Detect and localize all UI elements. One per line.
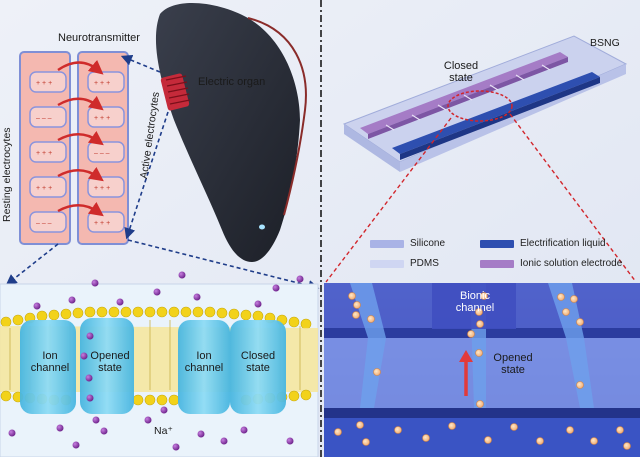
ion-channel-2-left bbox=[178, 320, 230, 414]
closed-state-top-label: Closed state bbox=[443, 60, 479, 85]
legend-label-ionic-solution-electrode: Ionic solution electrode bbox=[520, 258, 623, 269]
bsng-device bbox=[342, 35, 628, 172]
opened-state-1-label: Opened state bbox=[90, 350, 130, 375]
sodium-ions bbox=[8, 271, 304, 451]
opened-state-right-label: Opened state bbox=[493, 352, 533, 377]
resting-electrocytes-label: Resting electrocytes bbox=[1, 127, 13, 222]
ion-channel-1-left bbox=[20, 320, 76, 414]
electrocyte-stack: + + + + + + – – – + + + + + + – – – + + + + … bbox=[19, 51, 129, 245]
zoom-arrows-left bbox=[5, 54, 320, 292]
legend-swatch-pdms bbox=[370, 259, 404, 268]
svg-text:+ + +: + + + bbox=[94, 115, 110, 122]
svg-text:– – –: – – – bbox=[36, 115, 52, 122]
ion-channel-1-label: Ion channel bbox=[30, 350, 70, 375]
svg-text:– – –: – – – bbox=[94, 150, 110, 157]
ion-channel-2-right bbox=[230, 320, 286, 414]
neurotransmitter-label: Neurotransmitter bbox=[58, 32, 140, 44]
ion-channel-2-label: Ion channel bbox=[184, 350, 224, 375]
legend-label-electrification-liquid: Electrification liquid bbox=[520, 238, 606, 249]
legend-item-ionic-solution-electrode: Ionic solution electrode bbox=[480, 258, 622, 269]
ion-channel-1-right bbox=[80, 318, 134, 414]
closed-state-2-label: Closed state bbox=[240, 350, 276, 375]
bsng-label: BSNG bbox=[590, 37, 620, 49]
zoom-lines-right bbox=[325, 113, 637, 283]
legend-label-pdms: PDMS bbox=[410, 258, 439, 269]
membrane-panel bbox=[0, 271, 319, 457]
legend-swatch-silicone bbox=[370, 239, 404, 248]
svg-text:+ + +: + + + bbox=[36, 80, 52, 87]
legend-swatch-electrification-liquid bbox=[480, 239, 514, 248]
electric-eel bbox=[155, 2, 307, 263]
legend-swatch-ionic-solution-electrode bbox=[480, 259, 514, 268]
legend-label-silicone: Silicone bbox=[410, 238, 446, 249]
sodium-ion-label: Na⁺ bbox=[154, 425, 173, 437]
bionic-channel-label: Bionic channel bbox=[455, 290, 495, 315]
legend-item-electrification-liquid: Electrification liquid bbox=[480, 238, 606, 249]
svg-text:+ + +: + + + bbox=[94, 220, 110, 227]
legend-item-silicone: Silicone bbox=[370, 238, 445, 249]
svg-text:+ + +: + + + bbox=[36, 150, 52, 157]
svg-text:+ + +: + + + bbox=[94, 80, 110, 87]
legend-item-pdms: PDMS bbox=[370, 258, 439, 269]
electric-organ-label: Electric organ bbox=[198, 76, 266, 88]
svg-text:+ + +: + + + bbox=[36, 185, 52, 192]
svg-text:+ + +: + + + bbox=[94, 185, 110, 192]
svg-text:– – –: – – – bbox=[36, 220, 52, 227]
bionic-panel bbox=[324, 283, 640, 457]
